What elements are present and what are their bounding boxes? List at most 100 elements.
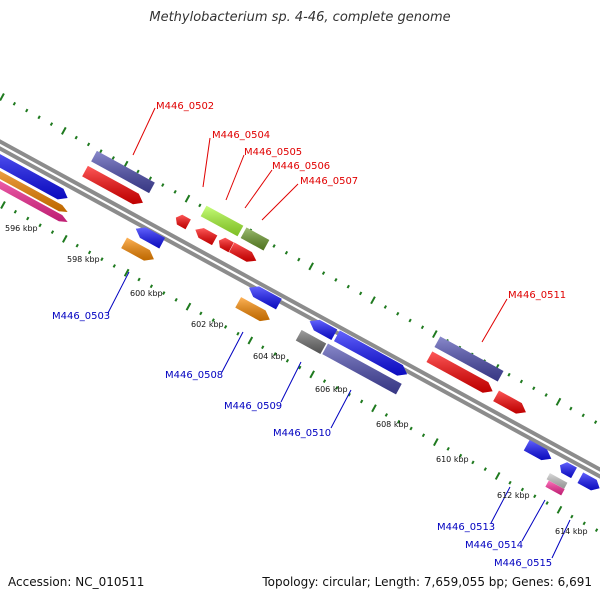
scale-label: 598 kbp [67,255,100,264]
gene-labels-bottom: M446_0503 M446_0508 M446_0509 M446_0510 … [52,311,552,569]
gene-feature [249,286,282,310]
scale-labels: 596 kbp 598 kbp 600 kbp 602 kbp 604 kbp … [5,224,588,536]
scale-tick [408,318,412,323]
scale-tick [322,379,327,383]
scale-tick [87,250,92,255]
gene-feature [91,150,155,194]
scale-tick [359,399,364,404]
gene-feature [577,472,600,491]
scale-tick [471,460,475,465]
scale-tick [308,262,314,271]
scale-tick [185,302,192,311]
scale-tick [297,257,301,262]
scale-tick [533,494,537,499]
scale-tick [61,126,67,135]
leader-lines [107,107,571,559]
gene-feature [195,228,218,246]
gene-label: M446_0511 [508,290,566,301]
gene-feature [309,319,338,340]
gene-feature [135,227,165,249]
scale-tick [508,480,512,485]
scale-tick [284,250,289,255]
scale-tick [137,277,141,282]
scale-tick [593,420,598,424]
gene-feature [493,390,526,414]
scale-tick [421,433,426,438]
scale-tick [581,413,585,418]
scale-tick [38,223,42,228]
scale-tick [112,264,116,268]
scale-tick [247,336,254,345]
scale-label: 612 kbp [497,491,530,500]
scale-label: 596 kbp [5,224,38,233]
gene-feature [560,462,577,479]
gene-feature [426,351,493,393]
gene-feature [229,242,257,262]
scale-tick [273,352,277,356]
scale-label: 604 kbp [253,352,286,361]
gene-feature [0,154,68,200]
scale-tick [396,311,400,316]
scale-tick [370,296,376,305]
gene-label: M446_0506 [272,161,330,172]
gene-label: M446_0509 [224,401,282,412]
scale-tick [211,318,215,323]
genome-backbone [0,139,600,479]
gene-feature [0,180,68,222]
scale-tick [25,108,29,113]
scale-tick [409,426,413,431]
scale-tick [0,201,6,209]
scale-tick [371,404,377,413]
scale-tick [358,291,363,296]
scale-tick [123,268,130,277]
scale-tick [384,413,389,417]
scale-tick [483,467,487,472]
scale-label: 602 kbp [191,320,224,329]
scale-tick [13,209,18,214]
gene-feature [545,480,565,496]
scale-tick [532,386,536,391]
scale-tick [199,311,203,316]
scale-tick [544,393,548,397]
scale-tick [162,291,166,295]
gene-feature [546,473,568,489]
gene-feature [235,297,270,322]
gene-feature [0,170,68,212]
scale-tick [111,156,115,160]
scale-label: 614 kbp [555,527,588,536]
scale-tick [198,203,202,208]
scale-tick [569,406,573,411]
gene-label: M446_0513 [437,522,495,533]
scale-tick [74,135,78,140]
scale-tick [99,149,103,154]
scale-tick [519,379,524,384]
scale-tick [397,419,401,424]
scale-tick [346,284,350,289]
gene-label: M446_0508 [165,370,223,381]
scale-tick [494,471,501,480]
gene-label: M446_0515 [494,558,552,569]
scale-tick [555,397,562,406]
scale-tick [261,345,265,350]
gene-label: M446_0510 [273,428,331,439]
scale-tick [174,297,178,302]
scale-label: 610 kbp [436,455,469,464]
scale-tick [136,169,140,174]
gene-label: M446_0503 [52,311,110,322]
gene-feature [200,205,244,237]
scale-tick [236,331,240,336]
scale-tick [520,487,525,492]
gene-feature [175,214,191,230]
gene-feature [523,440,552,461]
scale-tick [507,372,511,377]
scale-tick [432,330,438,339]
scale-tick [334,277,338,282]
scale-tick [148,176,153,181]
scale-tick [161,183,165,187]
scale-tick [62,234,68,243]
gene-label: M446_0504 [212,130,270,141]
scale-label: 606 kbp [315,385,348,394]
scale-label: 600 kbp [130,289,163,298]
scale-tick [37,115,41,120]
gene-feature [218,237,234,253]
